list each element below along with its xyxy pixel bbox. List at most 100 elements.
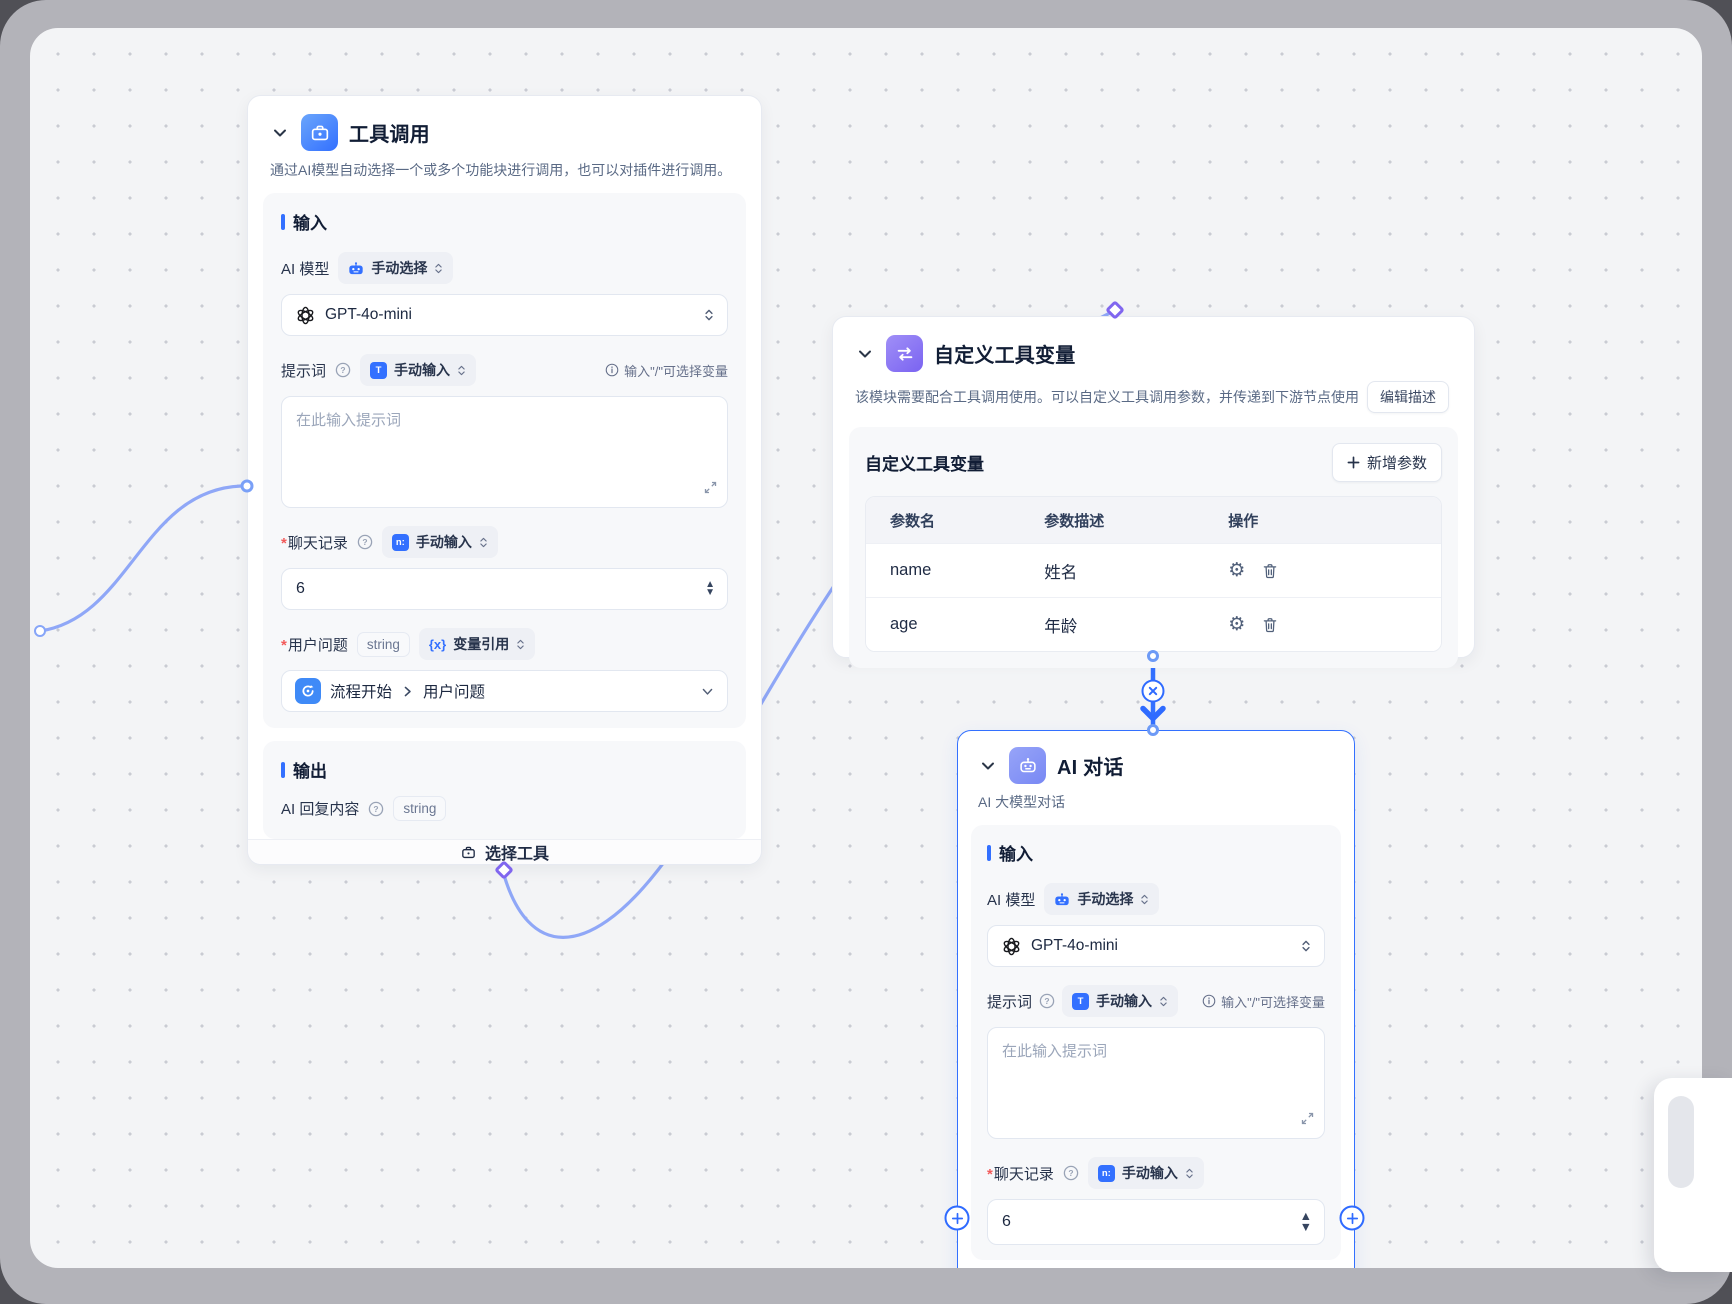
node-description: 该模块需要配合工具调用使用。可以自定义工具调用参数，并传递到下游节点使用 <box>855 389 1359 405</box>
variable-hint: 输入"/"可选择变量 <box>605 361 728 380</box>
chat-history-mode-badge[interactable]: n: 手动输入 <box>381 526 498 558</box>
param-desc: 年龄 <box>1044 617 1078 636</box>
edge-into-tool-call[interactable] <box>39 484 242 633</box>
ai-model-label: AI 模型 <box>987 891 1036 909</box>
node-ai-chat[interactable]: AI 对话 AI 大模型对话 输入 AI 模型 手动选择 GPT-4o-mini <box>957 730 1355 1268</box>
chat-history-mode-label: 手动输入 <box>1121 1165 1178 1181</box>
openai-logo-icon <box>1003 937 1020 955</box>
edge-start-handle[interactable] <box>34 625 46 637</box>
svg-text:?: ? <box>1068 1168 1073 1178</box>
question-circle-icon[interactable]: ? <box>357 534 373 550</box>
expand-icon[interactable] <box>704 481 717 499</box>
node-description: 通过AI模型自动选择一个或多个功能块进行调用，也可以对插件进行调用。 <box>270 162 732 178</box>
node-title: 自定义工具变量 <box>934 345 1076 367</box>
variable-reference-select[interactable]: 流程开始 用户问题 <box>281 670 728 712</box>
collapse-chevron-icon[interactable] <box>270 123 290 143</box>
variable-hint-text: 输入"/"可选择变量 <box>624 363 728 379</box>
chat-history-mode-badge[interactable]: n: 手动输入 <box>1087 1157 1204 1189</box>
number-input-icon: n: <box>1097 1164 1115 1182</box>
chevron-right-icon <box>401 685 414 698</box>
input-section: 输入 AI 模型 手动选择 GPT-4o-mini 提示词 ? T <box>263 193 746 728</box>
prompt-mode-badge[interactable]: T 手动输入 <box>360 354 477 386</box>
side-panel[interactable] <box>1654 1078 1732 1272</box>
plus-icon <box>1347 456 1360 469</box>
param-desc: 姓名 <box>1044 563 1078 582</box>
text-input-icon: T <box>370 361 388 379</box>
updown-chevron-icon <box>480 537 487 547</box>
prompt-textarea[interactable] <box>988 1028 1324 1106</box>
prompt-label: 提示词 <box>281 362 327 380</box>
type-badge: string <box>356 631 410 657</box>
gear-icon[interactable]: ⚙ <box>1228 560 1246 581</box>
info-circle-icon <box>1202 994 1216 1008</box>
expand-icon[interactable] <box>1301 1112 1314 1130</box>
chat-history-mode-label: 手动输入 <box>415 534 472 550</box>
collapse-chevron-icon[interactable] <box>978 756 998 776</box>
plus-icon <box>951 1212 963 1224</box>
output-section-label: 输出 <box>293 762 327 781</box>
question-circle-icon[interactable]: ? <box>368 801 384 817</box>
question-circle-icon[interactable]: ? <box>1063 1165 1079 1181</box>
user-question-mode-badge[interactable]: {x} 变量引用 <box>418 628 536 660</box>
question-circle-icon[interactable]: ? <box>1039 993 1055 1009</box>
variable-hint-text: 输入"/"可选择变量 <box>1221 994 1325 1010</box>
node-tool-call[interactable]: 工具调用 通过AI模型自动选择一个或多个功能块进行调用，也可以对插件进行调用。 … <box>247 95 762 865</box>
text-input-icon: T <box>1072 992 1090 1010</box>
output-section: 输出 AI 回复内容 ? string <box>263 741 746 839</box>
ai-reply-label: AI 回复内容 <box>281 801 360 818</box>
ai-chat-top-handle[interactable] <box>1147 724 1159 736</box>
flow-canvas[interactable]: 工具调用 通过AI模型自动选择一个或多个功能块进行调用，也可以对插件进行调用。 … <box>30 28 1702 1268</box>
svg-text:?: ? <box>340 365 345 375</box>
ai-chat-left-connect-handle[interactable] <box>944 1205 970 1231</box>
disconnect-edge-icon[interactable] <box>1141 679 1165 703</box>
number-stepper[interactable]: ▲▼ <box>705 578 715 598</box>
ai-model-mode-badge[interactable]: 手动选择 <box>1044 883 1160 915</box>
number-stepper[interactable]: ▲▼ <box>1299 1209 1312 1234</box>
updown-chevron-icon <box>458 365 465 375</box>
col-header-name: 参数名 <box>890 512 936 530</box>
updown-chevron-icon <box>435 263 443 273</box>
tool-call-input-handle[interactable] <box>240 479 254 493</box>
required-asterisk: * <box>281 636 287 654</box>
model-select[interactable]: GPT-4o-mini <box>281 294 728 336</box>
ai-model-label: AI 模型 <box>281 260 330 278</box>
ref-node-name: 流程开始 <box>330 684 393 701</box>
custom-vars-bottom-handle[interactable] <box>1147 650 1159 662</box>
edit-description-button[interactable]: 编辑描述 <box>1367 381 1449 413</box>
node-subtitle: AI 大模型对话 <box>978 794 1066 810</box>
robot-icon <box>349 261 364 274</box>
ai-model-mode-badge[interactable]: 手动选择 <box>338 252 454 284</box>
svg-text:?: ? <box>362 537 367 547</box>
add-parameter-button[interactable]: 新增参数 <box>1331 443 1442 482</box>
table-row: age 年龄 ⚙ <box>866 597 1441 651</box>
robot-icon <box>1009 747 1046 784</box>
updown-chevron-icon <box>1160 996 1167 1006</box>
chat-history-input[interactable] <box>1002 1213 1219 1231</box>
prompt-mode-badge[interactable]: T 手动输入 <box>1062 985 1179 1017</box>
svg-text:?: ? <box>374 804 379 814</box>
user-question-mode-label: 变量引用 <box>453 636 510 652</box>
question-circle-icon[interactable]: ? <box>335 362 351 378</box>
node-title: 工具调用 <box>349 124 430 146</box>
col-header-actions: 操作 <box>1228 512 1259 530</box>
trash-icon[interactable] <box>1261 562 1279 580</box>
collapse-chevron-icon[interactable] <box>855 344 875 364</box>
prompt-textarea[interactable] <box>282 397 727 475</box>
model-select[interactable]: GPT-4o-mini <box>987 925 1325 967</box>
side-panel-handle[interactable] <box>1668 1096 1694 1188</box>
ai-chat-right-connect-handle[interactable] <box>1339 1205 1365 1231</box>
chevron-down-icon <box>702 688 713 695</box>
updown-chevron-icon <box>1186 1168 1193 1178</box>
add-parameter-label: 新增参数 <box>1366 455 1427 472</box>
model-select-value: GPT-4o-mini <box>1031 937 1118 954</box>
briefcase-icon <box>462 846 475 858</box>
node-custom-tool-variables[interactable]: 自定义工具变量 该模块需要配合工具调用使用。可以自定义工具调用参数，并传递到下游… <box>832 316 1475 668</box>
type-badge: string <box>393 796 447 821</box>
variable-hint: 输入"/"可选择变量 <box>1202 992 1325 1011</box>
trash-icon[interactable] <box>1261 616 1279 634</box>
required-asterisk: * <box>987 1165 993 1183</box>
prompt-mode-label: 手动输入 <box>394 362 451 378</box>
gear-icon[interactable]: ⚙ <box>1228 614 1246 635</box>
variable-ref-icon: {x} <box>428 636 447 652</box>
chat-history-input[interactable] <box>296 580 590 598</box>
